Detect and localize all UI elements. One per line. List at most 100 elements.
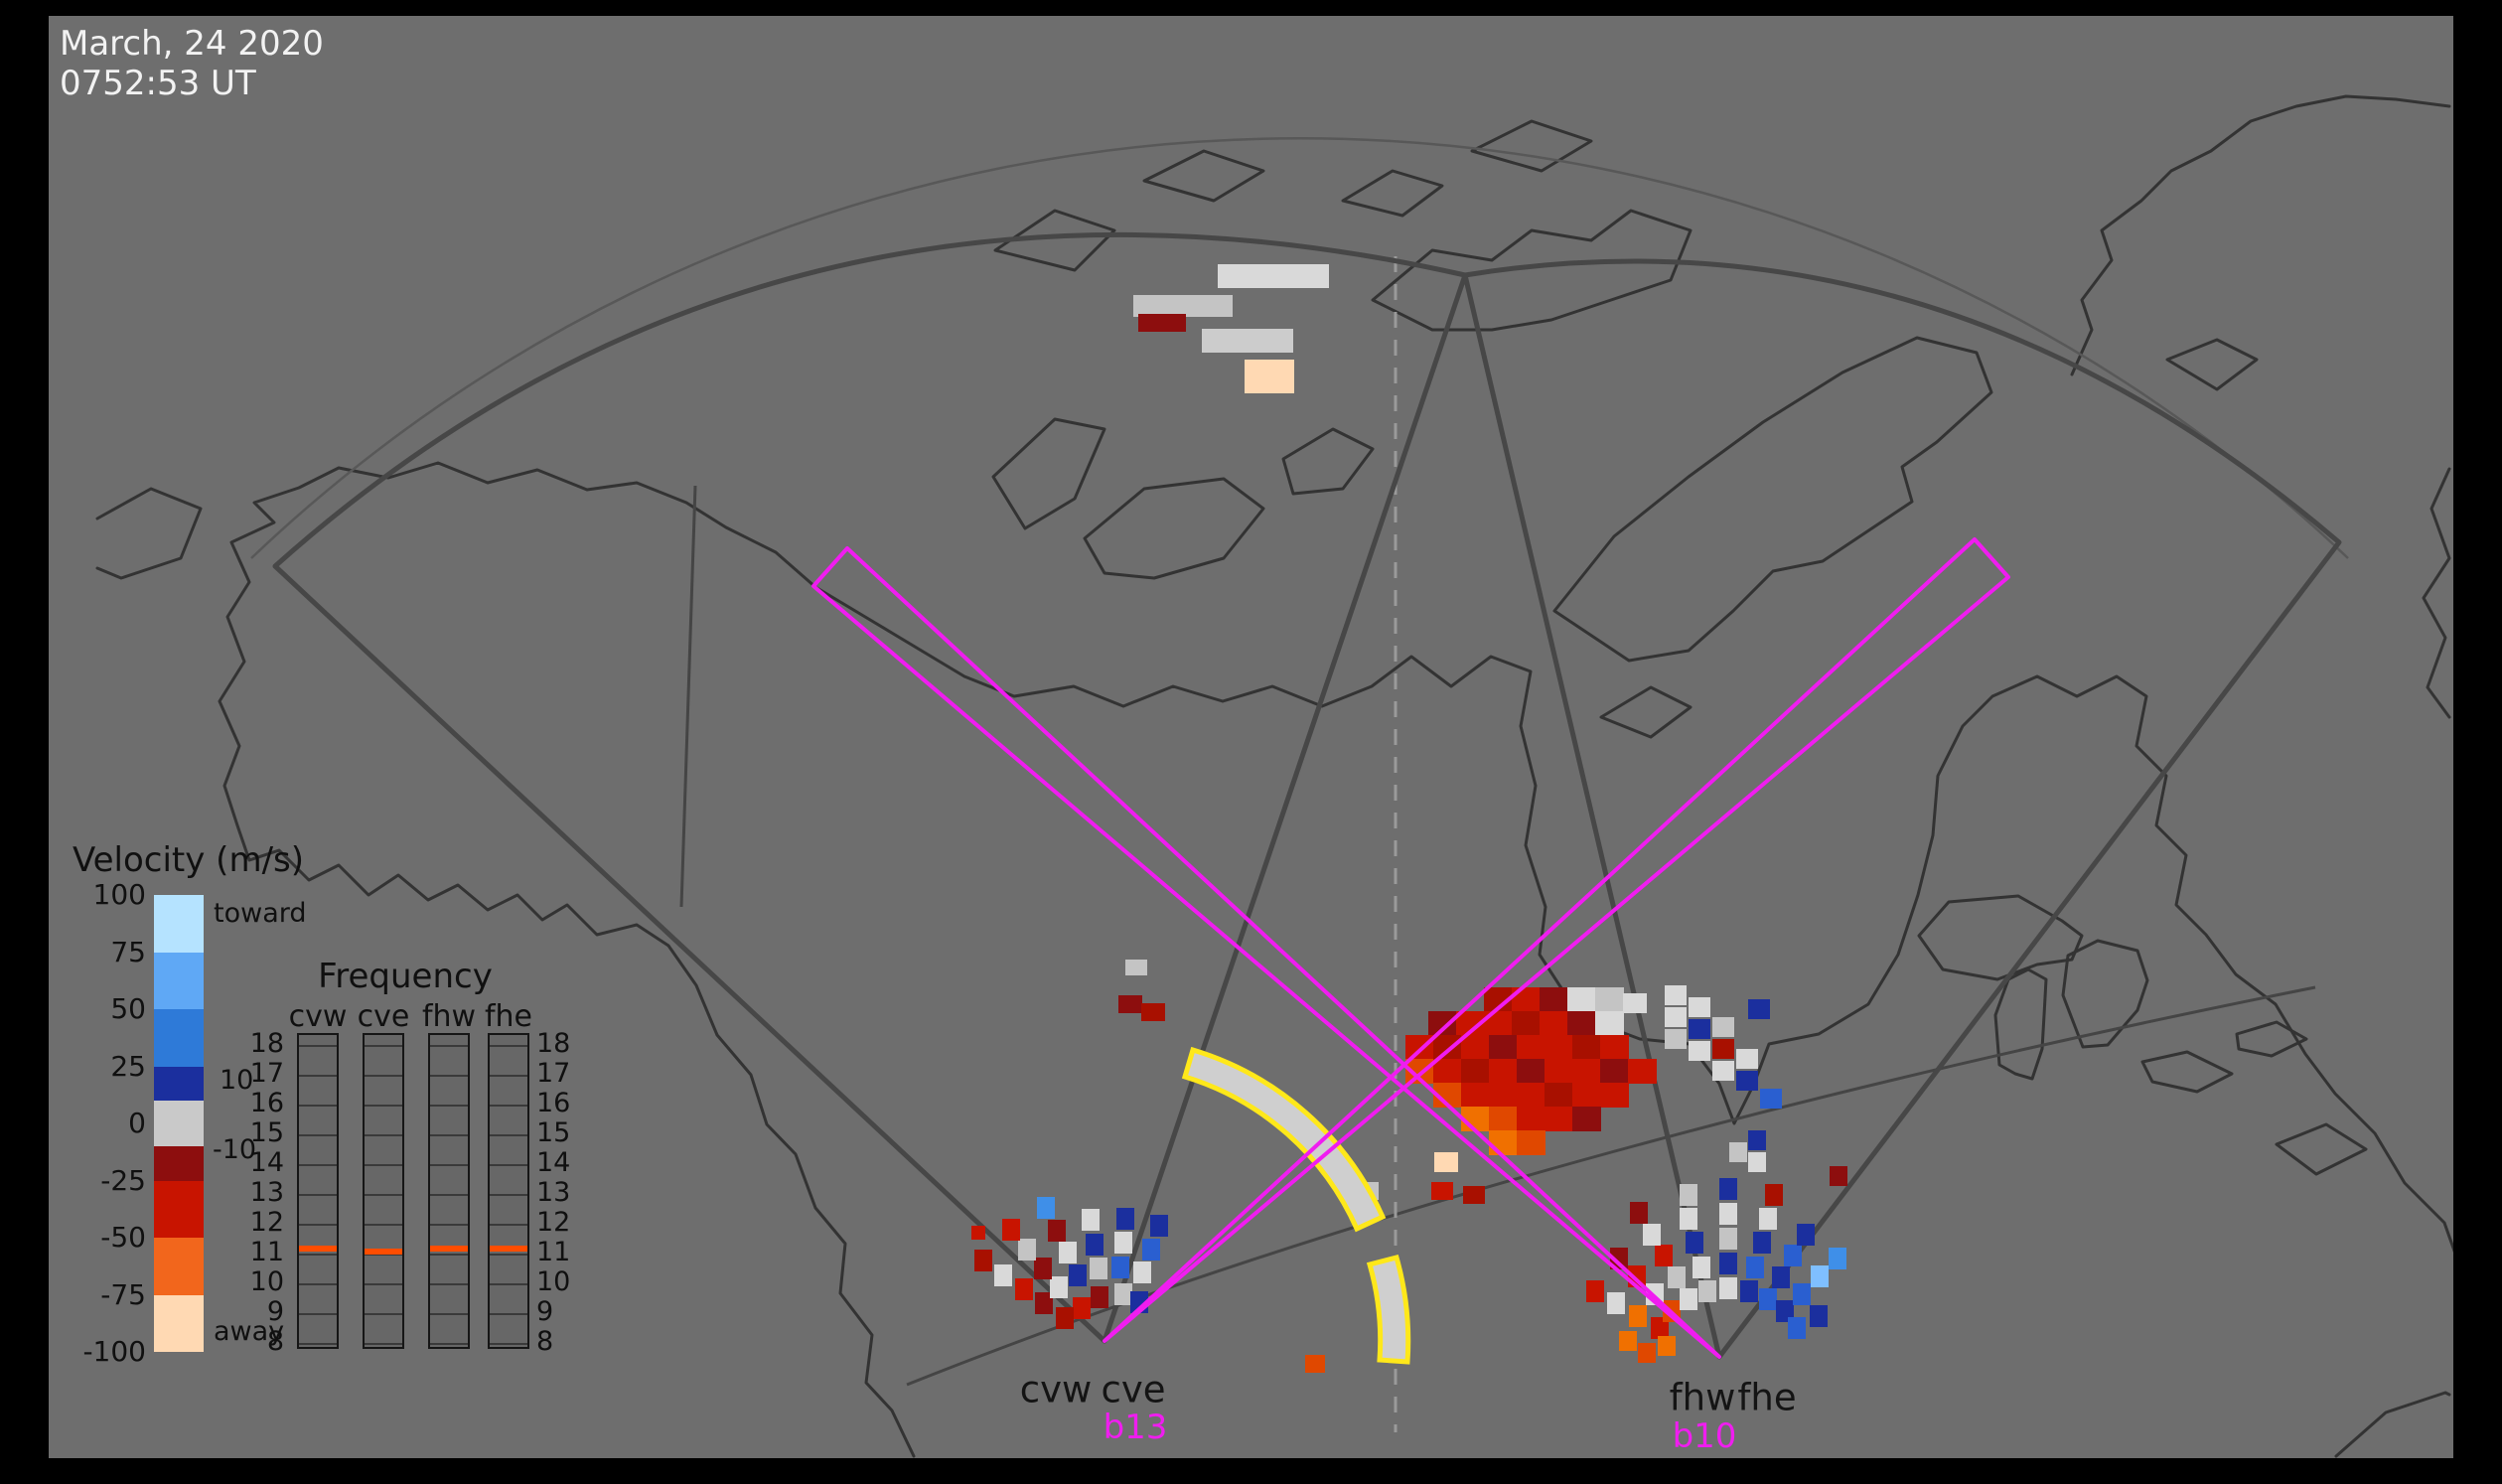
frequency-scale-label-left: 11 [249, 1237, 284, 1267]
coastline-southampton [1599, 685, 1693, 739]
scatter-cell [1753, 1232, 1771, 1254]
velocity-colorbar-segment [154, 1101, 204, 1146]
scatter-cell [1643, 1224, 1661, 1246]
frequency-tick [430, 1045, 468, 1047]
frequency-tick [490, 1313, 527, 1315]
scatter-cell [1600, 1059, 1629, 1084]
velocity-colorbar-segment [154, 1067, 204, 1101]
coastline-banks-island [991, 417, 1106, 530]
scatter-cell [1610, 1248, 1628, 1269]
frequency-marker-fhe [490, 1246, 527, 1252]
scatter-cell [1719, 1228, 1737, 1250]
scatter-cell [1830, 1166, 1847, 1186]
scatter-cell [1595, 1011, 1624, 1036]
scatter-cell [1545, 1035, 1573, 1060]
coastline-arctic-islet-4 [1142, 149, 1265, 203]
frequency-tick [299, 1313, 337, 1315]
scatter-cell [1035, 1292, 1053, 1314]
frequency-tick [490, 1194, 527, 1196]
scatter-cell [1015, 1278, 1033, 1300]
scatter-cell [1740, 1280, 1758, 1302]
scatter-cell [1489, 1107, 1518, 1131]
velocity-legend-title: Velocity (m/s) [73, 840, 305, 880]
frequency-marker-cve [365, 1249, 402, 1255]
coastline-ellesmere [1371, 209, 1693, 332]
away-label: away [214, 1316, 285, 1347]
scatter-cell [1489, 1083, 1518, 1108]
scatter-cell [1133, 295, 1233, 317]
scatter-cell [1142, 1239, 1160, 1261]
scatter-cell [1759, 1208, 1777, 1230]
frequency-tick [490, 1045, 527, 1047]
frequency-marker-fhw [430, 1246, 468, 1252]
scatter-cell [1461, 1035, 1490, 1060]
scatter-cell [1037, 1197, 1055, 1219]
coastline-mainland [218, 461, 2453, 1458]
threshold-neg-label: -10 [213, 1134, 257, 1165]
scatter-cell [1665, 1029, 1687, 1049]
frequency-scale-label-left: 16 [249, 1088, 284, 1118]
frequency-tick [365, 1343, 402, 1345]
scatter-cell [1572, 1107, 1601, 1131]
frequency-column-fhe [488, 1033, 529, 1349]
scatter-cell [1512, 1011, 1541, 1036]
frequency-scale-label-right: 16 [536, 1088, 571, 1118]
frequency-column-cvw [297, 1033, 339, 1349]
scatter-cell [1668, 1266, 1686, 1288]
scatter-cell [1686, 1232, 1703, 1254]
scatter-cell [1138, 314, 1186, 332]
scatter-cell [1689, 1041, 1710, 1061]
scatter-cell [1125, 960, 1147, 975]
scatter-cell [1002, 1219, 1020, 1241]
coastline-right-edge [2422, 467, 2451, 719]
frequency-scale-label-right: 12 [536, 1207, 571, 1238]
frequency-tick [430, 1343, 468, 1345]
coastline-baffin-island [1552, 336, 1993, 663]
scatter-cell [1630, 1202, 1648, 1224]
frequency-tick [490, 1164, 527, 1166]
scatter-cell [1218, 264, 1329, 288]
beam-label-b13: b13 [1103, 1408, 1168, 1447]
scatter-cell [1517, 1035, 1545, 1060]
scatter-cell [1059, 1242, 1077, 1263]
scatter-cell [1489, 1059, 1518, 1084]
scatter-cell [1517, 1107, 1545, 1131]
scatter-cell [1133, 1261, 1151, 1283]
velocity-tick-label: -50 [100, 1221, 146, 1254]
scatter-cell [1572, 1059, 1601, 1084]
frequency-scale-label-right: 18 [536, 1028, 571, 1059]
velocity-colorbar-segment [154, 1009, 204, 1067]
radar-site-label-cve: cve [1101, 1368, 1166, 1411]
scatter-cell [1056, 1307, 1074, 1329]
scatter-cell [1069, 1264, 1087, 1286]
scatter-cell [1034, 1258, 1052, 1279]
fov-fh-radar [1462, 258, 2342, 1360]
scatter-cell [1784, 1245, 1802, 1266]
scatter-cell [1090, 1258, 1107, 1279]
frequency-tick [365, 1313, 402, 1315]
radar-site-label-fhe: fhe [1737, 1376, 1797, 1419]
scatter-cell [1111, 1257, 1129, 1278]
scatter-cell [1567, 987, 1596, 1012]
frequency-column-label-cvw: cvw [288, 999, 348, 1034]
frequency-tick [365, 1105, 402, 1107]
timestamp-time: 0752:53 UT [60, 64, 256, 104]
scatter-cell [1680, 1288, 1697, 1310]
velocity-tick-label: 75 [110, 935, 146, 968]
coastlines [95, 94, 2453, 1458]
frequency-tick [365, 1224, 402, 1226]
scatter-cell [1463, 1186, 1485, 1204]
velocity-colorbar [154, 895, 204, 1352]
frequency-scale-label-left: 14 [249, 1147, 284, 1178]
lake-superior [1917, 894, 2084, 981]
timestamp: March, 24 2020 0752:53 UT [60, 24, 324, 103]
frequency-column-label-cve: cve [357, 999, 410, 1034]
frequency-tick [430, 1194, 468, 1196]
scatter-cell [971, 1226, 985, 1240]
scatter-cell [1433, 1035, 1462, 1060]
scatter-cell [1489, 1130, 1518, 1155]
scatter-cell [1693, 1257, 1710, 1278]
scatter-cell [1729, 1142, 1747, 1162]
velocity-colorbar-segment [154, 1181, 204, 1238]
